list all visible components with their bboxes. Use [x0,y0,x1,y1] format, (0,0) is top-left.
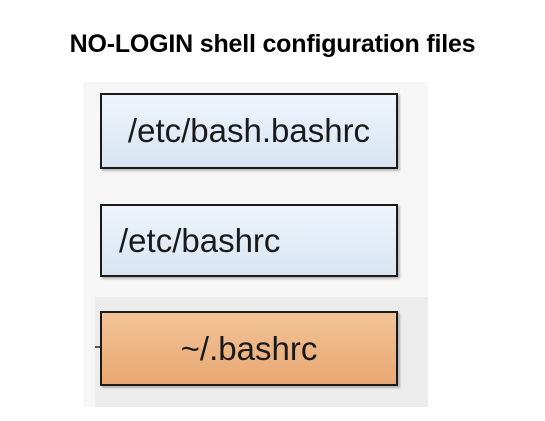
connector-stub [95,346,101,348]
config-file-box-etc-bash-bashrc: /etc/bash.bashrc [100,93,398,169]
config-file-box-home-bashrc: ~/.bashrc [100,311,398,386]
config-file-label: /etc/bashrc [119,221,281,259]
diagram-title: NO-LOGIN shell configuration files [69,30,476,58]
config-file-label: /etc/bash.bashrc [127,112,371,149]
config-file-box-etc-bashrc: /etc/bashrc [100,204,398,277]
config-file-label: ~/.bashrc [180,329,318,367]
